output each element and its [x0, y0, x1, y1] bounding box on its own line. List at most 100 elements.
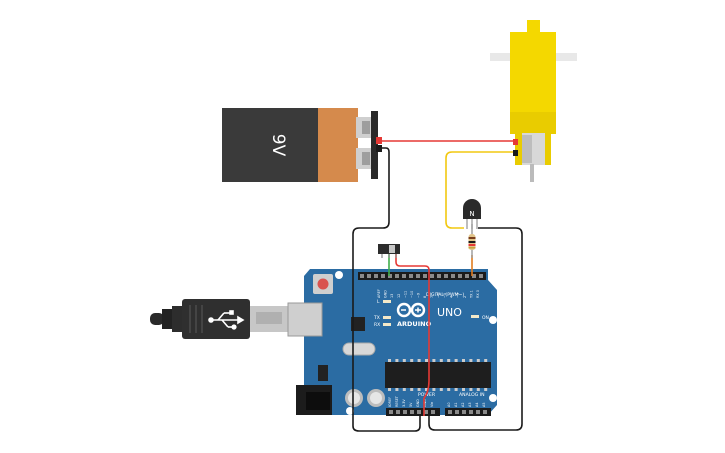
header-hole[interactable]: [381, 274, 385, 278]
header-hole[interactable]: [465, 274, 469, 278]
header-hole[interactable]: [476, 410, 480, 414]
chip-pin: [432, 359, 436, 362]
analog-pin-label: A0: [447, 403, 451, 407]
chip-pin: [476, 388, 480, 391]
header-hole[interactable]: [410, 410, 414, 414]
battery-clip: [371, 111, 378, 179]
slide-switch[interactable]: [378, 244, 400, 258]
wire-black-ground[interactable]: [352, 147, 421, 432]
reset-button[interactable]: [317, 278, 329, 290]
digital-pin-label: ~3: [456, 293, 460, 298]
chip-pin: [417, 359, 421, 362]
digital-pin-label: 2: [463, 296, 467, 298]
header-hole[interactable]: [395, 274, 399, 278]
arduino-uno-board[interactable]: L TX RX ON ARDUINO UNO DIGITAL (PWM~) PO…: [287, 269, 497, 416]
power-pin-label: IOREF: [388, 397, 392, 407]
battery-9v[interactable]: 9V: [222, 108, 382, 182]
chip-pin: [454, 359, 458, 362]
led-label: RX: [374, 322, 380, 328]
header-hole[interactable]: [402, 274, 406, 278]
chip-pins: [388, 359, 488, 391]
header-hole[interactable]: [451, 274, 455, 278]
usb-b-socket: [287, 302, 323, 337]
header-hole[interactable]: [455, 410, 459, 414]
transistor-label: N: [469, 210, 474, 218]
header-hole[interactable]: [444, 274, 448, 278]
header-hole[interactable]: [403, 410, 407, 414]
usb-cable-tip: [150, 313, 164, 325]
chip-pin: [388, 388, 391, 391]
wire-red-switch-5v[interactable]: [395, 252, 430, 416]
led-tx: [383, 316, 391, 319]
chip-pin: [447, 388, 451, 391]
power-pin-label: Vin: [430, 402, 434, 407]
header-hole[interactable]: [483, 410, 487, 414]
header-hole[interactable]: [448, 410, 452, 414]
arduino-infinity-logo-icon: [396, 302, 426, 318]
power-header-label: POWER: [418, 392, 436, 398]
header-hole[interactable]: [417, 410, 421, 414]
digital-pin-label: 8: [423, 296, 427, 298]
usb-strain-ring: [172, 306, 182, 332]
chip-pin: [439, 388, 443, 391]
header-hole[interactable]: [416, 274, 420, 278]
analog-pin-label: A3: [468, 403, 472, 407]
usb-cable[interactable]: [150, 299, 288, 339]
chip-pin: [395, 359, 399, 362]
chip-pin: [454, 388, 458, 391]
analog-pin-header[interactable]: [445, 408, 491, 416]
chip-pin: [439, 359, 443, 362]
header-hole[interactable]: [409, 274, 413, 278]
battery-label: 9V: [268, 134, 288, 157]
header-hole[interactable]: [437, 274, 441, 278]
header-hole[interactable]: [424, 410, 428, 414]
chip-pin: [425, 359, 428, 362]
header-hole[interactable]: [423, 274, 427, 278]
digital-pin-label: GND: [384, 290, 388, 298]
chip-pin: [402, 388, 406, 391]
header-hole[interactable]: [472, 274, 476, 278]
resistor[interactable]: [468, 224, 476, 258]
header-hole[interactable]: [431, 410, 435, 414]
header-hole[interactable]: [458, 274, 462, 278]
analog-pin-label: A4: [475, 403, 479, 407]
chip-pin: [469, 359, 473, 362]
wire-yellow-motor-collector[interactable]: [445, 151, 517, 229]
dc-gear-motor[interactable]: [490, 20, 577, 182]
header-hole[interactable]: [462, 410, 466, 414]
digital-pin-header[interactable]: [358, 272, 486, 280]
switch-slider[interactable]: [389, 245, 395, 253]
header-hole[interactable]: [374, 274, 378, 278]
header-hole[interactable]: [479, 274, 483, 278]
power-pin-label: RESET: [395, 395, 399, 407]
digital-pin-label: RX 0: [476, 290, 480, 298]
header-hole[interactable]: [360, 274, 364, 278]
header-hole[interactable]: [367, 274, 371, 278]
chip-pin: [410, 388, 414, 391]
digital-pin-label: 4: [450, 296, 454, 298]
header-hole[interactable]: [388, 274, 392, 278]
usb-interface-chip: [351, 317, 365, 331]
power-pin-label: 3.3V: [402, 399, 406, 407]
analog-pin-label: A5: [482, 403, 486, 407]
wire-black-emitter-ground[interactable]: [428, 227, 523, 431]
board-model: UNO: [437, 306, 462, 319]
chip-pin: [410, 359, 414, 362]
mounting-hole: [346, 407, 354, 415]
npn-transistor[interactable]: N: [463, 199, 481, 229]
header-hole[interactable]: [389, 410, 393, 414]
chip-pin: [484, 359, 488, 362]
chip-pin: [417, 388, 421, 391]
header-hole[interactable]: [430, 274, 434, 278]
mounting-hole: [335, 271, 343, 279]
led-label: L: [377, 299, 380, 305]
chip-pin: [447, 359, 451, 362]
chip-pin: [388, 359, 391, 362]
header-hole[interactable]: [469, 410, 473, 414]
chip-pin: [469, 388, 473, 391]
power-pin-label: 5V: [409, 402, 413, 407]
led-label: TX: [373, 315, 380, 321]
usb-symbol-icon: [208, 310, 245, 330]
header-hole[interactable]: [396, 410, 400, 414]
